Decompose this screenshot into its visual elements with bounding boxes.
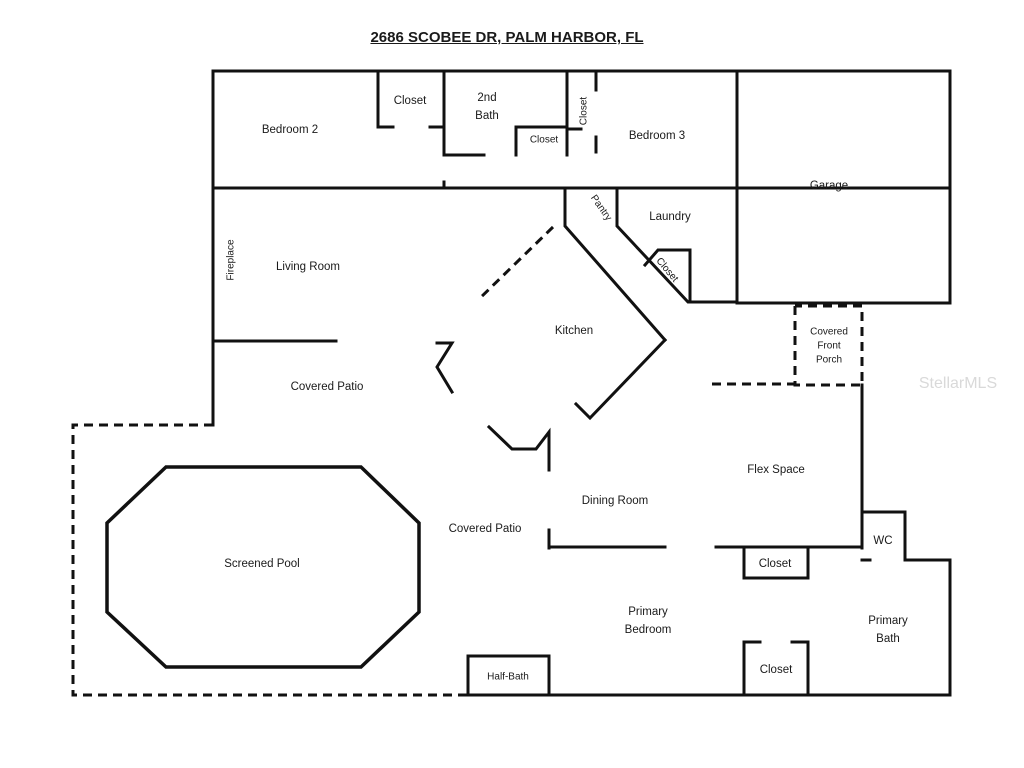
- closet-flex-wall: [742, 545, 810, 580]
- label-closet-bath: Closet: [530, 135, 559, 146]
- kitchen-dashed-wall: [476, 225, 555, 302]
- label-2nd-bath-1: 2nd: [477, 92, 496, 104]
- label-covered-patio-bottom: Covered Patio: [449, 523, 522, 535]
- label-dining-room: Dining Room: [582, 495, 648, 507]
- label-primary-bedroom-1: Primary: [628, 606, 668, 618]
- label-covered-patio-top: Covered Patio: [291, 381, 364, 393]
- walls: [71, 69, 952, 697]
- half-bath-wall: [466, 654, 551, 697]
- kitchen-wall-lower: [486, 424, 551, 472]
- garage-wall: [735, 69, 952, 305]
- laundry-wall: [615, 186, 739, 304]
- label-porch-3: Porch: [816, 355, 842, 366]
- label-living-room: Living Room: [276, 261, 340, 273]
- label-half-bath: Half-Bath: [487, 672, 529, 683]
- kitchen-wall-left: [435, 341, 455, 395]
- label-primary-bath-2: Bath: [876, 633, 900, 645]
- laundry-closet-wall: [642, 248, 692, 304]
- label-primary-bath-1: Primary: [868, 615, 908, 627]
- label-2nd-bath-2: Bath: [475, 110, 499, 122]
- label-wc: WC: [873, 535, 892, 547]
- label-porch-2: Front: [817, 341, 841, 352]
- label-screened-pool: Screened Pool: [224, 558, 299, 570]
- label-bedroom3: Bedroom 3: [629, 130, 685, 142]
- wc-wall: [860, 510, 952, 697]
- page-title: 2686 SCOBEE DR, PALM HARBOR, FL: [370, 29, 644, 46]
- closet-bed2-wall-r: [428, 69, 446, 129]
- label-primary-bedroom-2: Bedroom: [625, 624, 672, 636]
- label-closet-vertical: Closet: [579, 97, 590, 126]
- label-pantry: Pantry: [588, 193, 614, 223]
- label-garage: Garage: [810, 180, 848, 192]
- label-closet-bed2: Closet: [394, 95, 427, 107]
- room-labels: Closet 2nd Bath Closet Closet Bedroom 2 …: [224, 92, 997, 683]
- label-fireplace: Fireplace: [226, 239, 237, 281]
- label-flex-space: Flex Space: [747, 464, 805, 476]
- label-bedroom2: Bedroom 2: [262, 124, 318, 136]
- label-kitchen: Kitchen: [555, 325, 593, 337]
- lanai-dashed: [71, 423, 468, 697]
- porch-dashed: [793, 304, 864, 387]
- kitchen-wall-right: [573, 337, 668, 421]
- closet-bed2-wall: [376, 69, 395, 129]
- watermark: StellarMLS: [919, 375, 997, 392]
- pantry-wall: [563, 186, 668, 343]
- label-porch-1: Covered: [810, 327, 848, 338]
- label-laundry: Laundry: [649, 211, 691, 223]
- label-closet-primary: Closet: [760, 664, 793, 676]
- pool-outline: [105, 465, 421, 669]
- closet-primary-wall-r: [790, 640, 810, 697]
- label-closet-flex: Closet: [759, 558, 792, 570]
- closet-primary-wall: [742, 640, 762, 697]
